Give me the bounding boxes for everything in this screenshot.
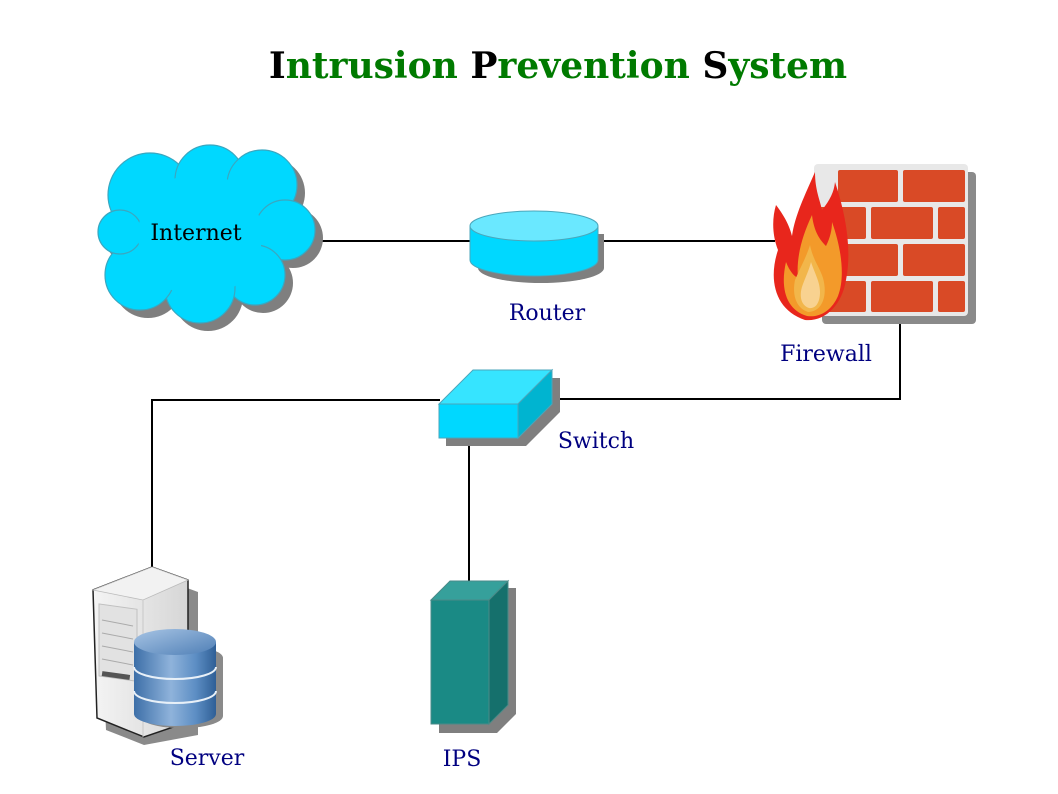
cloud-icon [97, 144, 323, 331]
switch-label: Switch [558, 429, 634, 454]
switch-node[interactable]: Switch [437, 368, 634, 454]
firewall-icon [773, 164, 976, 324]
database-icon [133, 629, 223, 728]
firewall-node[interactable]: Firewall [773, 164, 976, 367]
ips-label: IPS [443, 747, 482, 772]
flame-icon [773, 172, 849, 321]
title-initial-1: I [269, 45, 286, 87]
page-title: Intrusion Prevention System [269, 45, 847, 87]
title-initial-3: S [702, 45, 728, 87]
connections [151, 240, 901, 582]
title-rest-3: ystem [727, 45, 847, 87]
server-node[interactable]: Server [91, 566, 245, 771]
internet-label: Internet [150, 221, 241, 246]
router-node[interactable]: Router [469, 210, 604, 326]
title-initial-2: P [470, 45, 497, 87]
router-icon [469, 210, 604, 283]
internet-node[interactable]: Internet [97, 144, 323, 331]
title-rest-2: revention [497, 45, 689, 87]
server-icon [91, 566, 223, 745]
ips-node[interactable]: IPS [429, 579, 516, 772]
firewall-label: Firewall [780, 342, 872, 367]
router-label: Router [509, 301, 586, 326]
link-switch-server [151, 399, 440, 568]
switch-icon [437, 368, 560, 446]
server-label: Server [170, 746, 245, 771]
link-firewall-switch [552, 318, 901, 400]
ips-appliance-icon [429, 579, 516, 733]
title-rest-1: ntrusion [286, 45, 458, 87]
